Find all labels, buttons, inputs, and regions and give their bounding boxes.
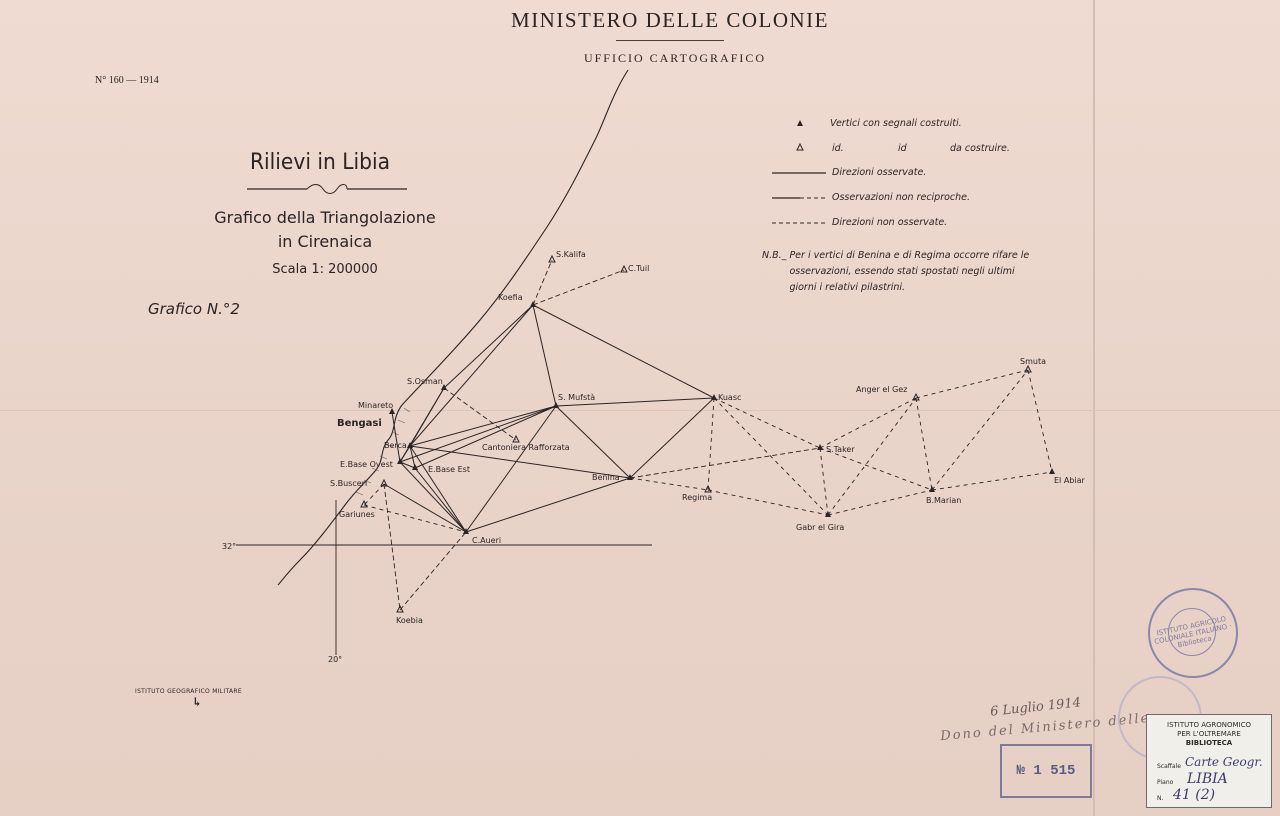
legend-symbols [772,120,826,224]
n-value: 41 (2) [1173,787,1216,803]
label-e-base-est: E.Base Est [428,465,470,474]
nb-text: Per i vertici di Benina e di Regima occo… [789,250,1030,293]
library-label-card: ISTITUTO AGRONOMICO PER L'OLTREMARE BIBL… [1146,714,1272,808]
scale-label: Scala 1: 200000 [272,262,378,277]
built-vertex-icon [797,120,803,126]
vertices [360,254,1055,613]
lat-label: 32° [222,542,236,551]
scaffale-label: Scaffale [1157,763,1181,770]
office-subtitle: UFFICIO CARTOGRAFICO [583,51,767,65]
label-header: ISTITUTO AGRONOMICO PER L'OLTREMARE BIBL… [1147,715,1271,748]
label-c-tuil: C.Tuil [628,264,649,273]
unbuilt-vertex-icon [796,142,804,151]
label-benina: Benina [592,473,620,482]
label-line-1: ISTITUTO AGRONOMICO [1167,721,1251,729]
inventory-number-stamp: № 1 515 [1000,744,1092,798]
legend-id-1: id. [832,143,844,154]
scaffale-value: Carte Geogr. [1185,755,1263,769]
library-round-stamp: ISTITUTO AGRICOLO COLONIALE ITALIANO · B… [1148,588,1238,678]
label-kuasc: Kuasc [718,393,741,402]
piano-label: Piano [1157,779,1174,786]
label-s-mufsta: S. Mufstà [558,393,595,402]
header-rule [616,40,724,41]
legend-id-2: id [898,143,907,154]
reference-number: N° 160 — 1914 [95,75,159,86]
nota-bene: N.B._ Per i vertici di Benina e di Regim… [762,248,1052,296]
nb-label: N.B._ [762,250,787,261]
label-koefia: Koefia [498,293,523,302]
label-s-osman: S.Osman [407,377,443,386]
legend-non-reciprocal: Osservazioni non reciproche. [832,192,971,203]
label-b-marian: B.Marian [926,496,961,505]
label-s-busceri: S.Busceri [330,479,367,488]
grafico-number: Grafico N.°2 [148,300,240,318]
label-regima: Regima [682,493,712,502]
observed-directions [383,304,715,533]
fold-line-horizontal [0,410,1280,411]
label-c-aueri: C.Aueri [472,536,501,545]
legend-observed: Direzioni osservate. [832,167,927,178]
non-reciprocal-observations [383,259,821,611]
legend-built: Vertici con segnali costruiti. [830,118,962,129]
stamp-inner-ring [1168,608,1216,656]
piano-value: LIBIA [1187,771,1228,787]
label-line-2: PER L'OLTREMARE [1177,730,1241,738]
label-gabr-el-gira: Gabr el Gira [796,523,844,532]
legend-not-observed: Direzioni non osservate. [832,217,948,228]
label-el-abiar: El Abiar [1054,476,1085,485]
label-anger-el-gez: Anger el Gez [856,385,907,394]
label-s-kalifa: S.Kalifa [556,250,586,259]
label-smuta: Smuta [1020,357,1046,366]
label-koebia: Koebia [396,616,423,625]
n-label: N. [1157,795,1164,802]
label-berca: Berca [384,441,407,450]
igm-imprint: ISTITUTO GEOGRAFICO MILITARE [135,688,242,695]
lon-label: 20° [328,655,342,664]
label-cantoniera: Cantoniera Rafforzata [482,443,570,452]
label-e-base-ovest: E.Base Ovest [340,460,393,469]
label-line-3: BIBLIOTECA [1185,739,1233,747]
label-bengasi: Bengasi [337,418,382,429]
coastline [277,69,629,586]
subtitle-1: Grafico della Triangolazione [214,208,436,227]
igm-logo-icon: ↳ [192,695,203,709]
subtitle-2: in Cirenaica [277,232,373,251]
label-minareto: Minareto [358,401,393,410]
fold-line-vertical [1093,0,1095,816]
legend-to-build: da costruire. [950,143,1010,154]
not-observed-directions [363,369,1053,533]
ministry-title: MINISTERO DELLE COLONIE [511,8,829,32]
label-s-taker: S.Taker [826,445,855,454]
map-title: Rilievi in Libia [249,150,391,175]
label-gariunes: Gariunes [339,510,375,519]
ornament-divider [247,184,407,194]
